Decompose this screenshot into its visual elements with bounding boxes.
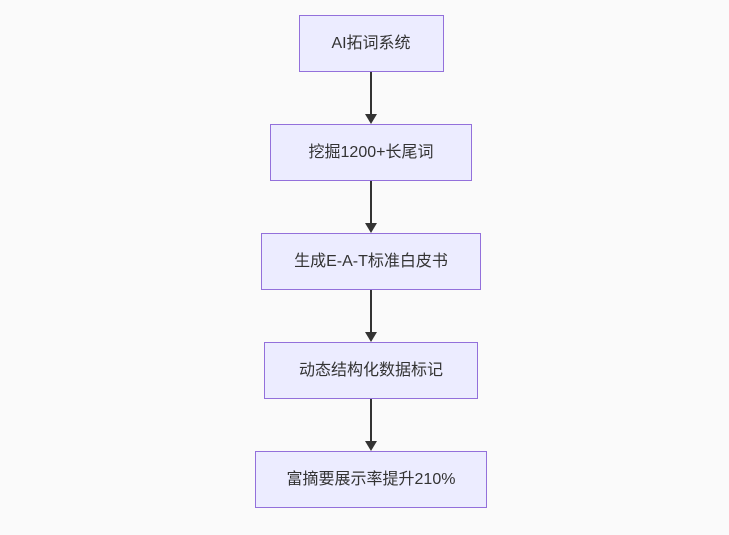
arrowhead-down-icon bbox=[365, 332, 377, 342]
arrowhead-down-icon bbox=[365, 441, 377, 451]
flow-arrow-1 bbox=[363, 72, 379, 124]
flow-arrow-4 bbox=[363, 399, 379, 451]
flow-node-structured-data[interactable]: 动态结构化数据标记 bbox=[264, 342, 478, 399]
arrow-line bbox=[370, 181, 372, 224]
flow-node-eat-whitepaper[interactable]: 生成E-A-T标准白皮书 bbox=[261, 233, 481, 290]
flow-arrow-2 bbox=[363, 181, 379, 233]
arrow-line bbox=[370, 399, 372, 442]
flow-node-rich-snippet-result[interactable]: 富摘要展示率提升210% bbox=[255, 451, 487, 508]
flow-arrow-3 bbox=[363, 290, 379, 342]
flow-node-label: AI拓词系统 bbox=[331, 35, 411, 52]
arrow-line bbox=[370, 72, 372, 115]
flow-node-longtail-keywords[interactable]: 挖掘1200+长尾词 bbox=[270, 124, 472, 181]
flow-node-label: 生成E-A-T标准白皮书 bbox=[294, 253, 448, 270]
flowchart: AI拓词系统 挖掘1200+长尾词 生成E-A-T标准白皮书 动态结构化数据标记… bbox=[255, 15, 487, 508]
flow-node-label: 富摘要展示率提升210% bbox=[286, 471, 456, 488]
flow-node-label: 挖掘1200+长尾词 bbox=[308, 144, 434, 161]
flow-node-label: 动态结构化数据标记 bbox=[298, 362, 443, 379]
arrow-line bbox=[370, 290, 372, 333]
arrowhead-down-icon bbox=[365, 114, 377, 124]
arrowhead-down-icon bbox=[365, 223, 377, 233]
flow-node-ai-system[interactable]: AI拓词系统 bbox=[298, 15, 444, 72]
